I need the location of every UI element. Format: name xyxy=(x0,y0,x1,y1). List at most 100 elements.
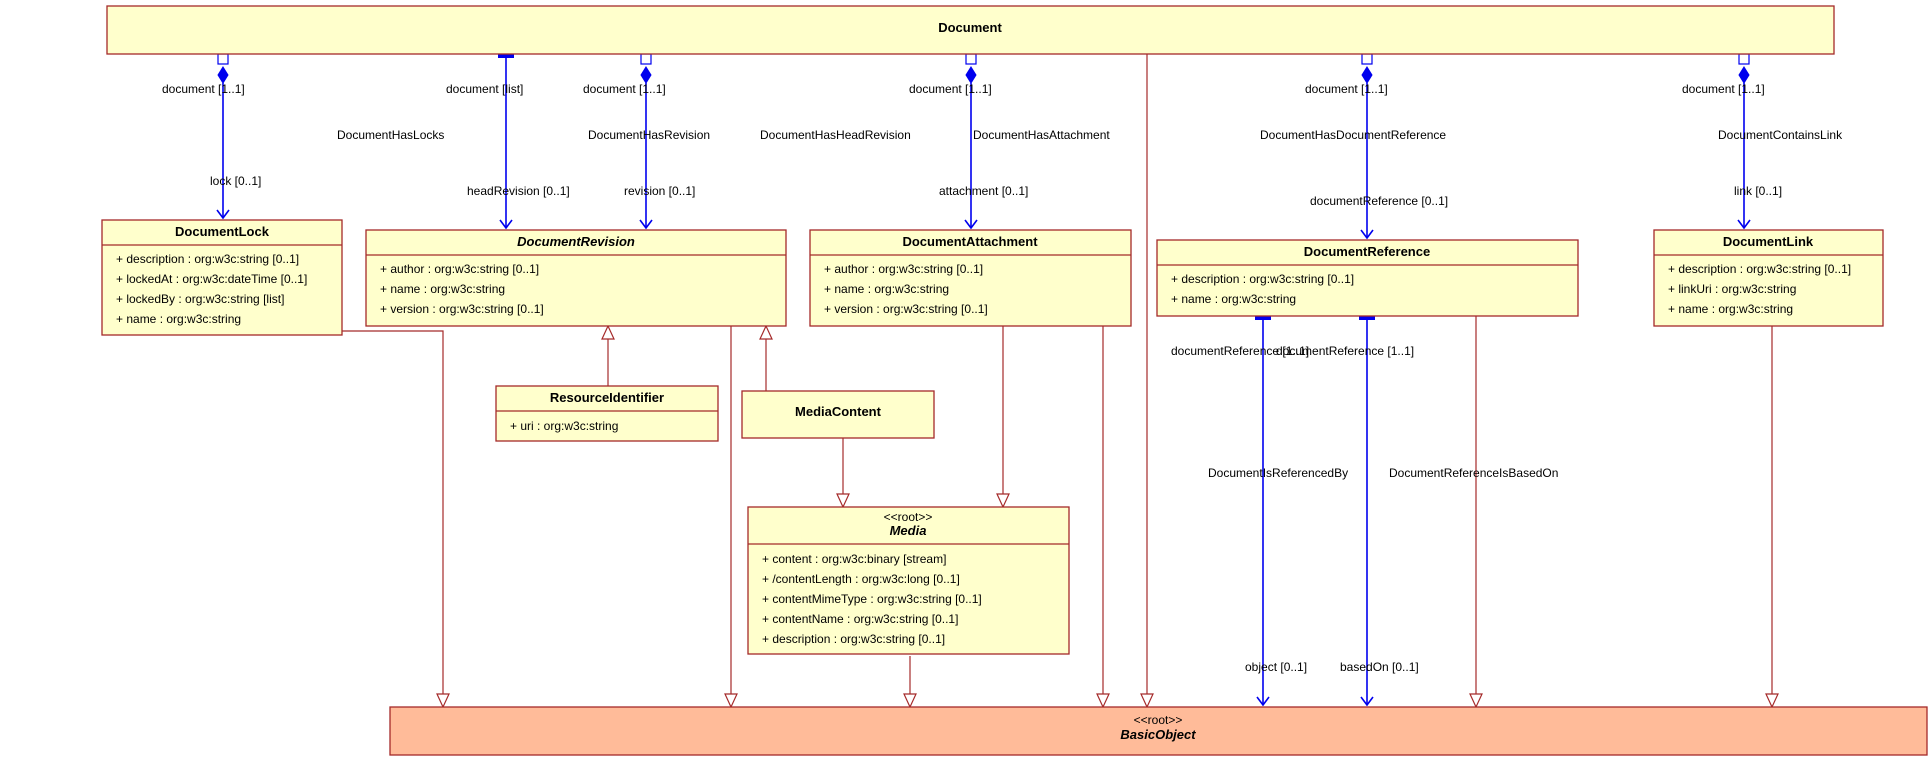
class-document[interactable]: Document xyxy=(106,5,1835,55)
association-name: DocumentIsReferencedBy xyxy=(1208,466,1348,480)
attribute: + name : org:w3c:string xyxy=(1171,292,1296,306)
class-stereotype: <<root>> xyxy=(884,510,933,524)
associations xyxy=(216,53,1751,707)
class-name: DocumentAttachment xyxy=(902,234,1038,249)
attribute: + description : org:w3c:string [0..1] xyxy=(1171,272,1354,286)
composition-diamond xyxy=(1361,66,1373,84)
attribute: + name : org:w3c:string xyxy=(116,312,241,326)
navigability-arrow xyxy=(499,219,513,230)
class-document-link[interactable]: DocumentLink + description : org:w3c:str… xyxy=(1653,229,1884,327)
attribute: + author : org:w3c:string [0..1] xyxy=(380,262,539,276)
role-label: document [1..1] xyxy=(1305,82,1388,96)
attribute: + description : org:w3c:string [0..1] xyxy=(1668,262,1851,276)
attribute: + lockedAt : org:w3c:dateTime [0..1] xyxy=(116,272,307,286)
class-box xyxy=(1653,229,1884,327)
role-label: documentReference [0..1] xyxy=(1310,194,1448,208)
role-label: basedOn [0..1] xyxy=(1340,660,1419,674)
class-box xyxy=(809,229,1132,327)
role-label: documentReference [1..1] xyxy=(1171,344,1309,358)
class-box xyxy=(365,229,787,327)
role-label: document [1..1] xyxy=(909,82,992,96)
class-media[interactable]: <<root>> Media + content : org:w3c:binar… xyxy=(747,506,1070,655)
class-stereotype: <<root>> xyxy=(1134,713,1183,727)
class-box xyxy=(101,219,343,336)
gen-head-mediacontent-media xyxy=(836,493,850,509)
composition-diamond xyxy=(640,66,652,84)
composition-diamond xyxy=(217,66,229,84)
association-name: DocumentHasRevision xyxy=(588,128,710,142)
assoc-document-has-head-revision xyxy=(498,54,514,230)
gen-head-attachment xyxy=(1096,693,1110,709)
navigability-arrow xyxy=(964,219,978,230)
attribute: + /contentLength : org:w3c:long [0..1] xyxy=(762,572,960,586)
assoc-document-has-document-reference xyxy=(1360,53,1374,240)
attribute: + lockedBy : org:w3c:string [list] xyxy=(116,292,284,306)
attribute: + uri : org:w3c:string xyxy=(510,419,618,433)
class-name: Document xyxy=(938,20,1002,35)
class-box xyxy=(741,390,935,439)
association-end-square xyxy=(1738,53,1750,65)
class-box xyxy=(747,506,1070,655)
class-document-reference[interactable]: DocumentReference + description : org:w3… xyxy=(1156,239,1579,317)
assoc-document-is-referenced-by xyxy=(1255,316,1271,707)
association-name: DocumentContainsLink xyxy=(1718,128,1843,142)
navigability-arrow xyxy=(1737,219,1751,230)
class-basic-object[interactable]: <<root>> BasicObject xyxy=(389,706,1928,756)
class-name: ResourceIdentifier xyxy=(550,390,664,405)
gen-lock-basicobject xyxy=(342,330,444,694)
attribute: + name : org:w3c:string xyxy=(824,282,949,296)
association-end-square xyxy=(965,53,977,65)
assoc-document-reference-is-based-on xyxy=(1359,316,1375,707)
gen-head-revision xyxy=(724,693,738,709)
class-box xyxy=(1156,239,1579,317)
role-label: document [list] xyxy=(446,82,523,96)
attribute: + description : org:w3c:string [0..1] xyxy=(116,252,299,266)
association-name: DocumentHasDocumentReference xyxy=(1260,128,1446,142)
class-name: DocumentLink xyxy=(1723,234,1814,249)
class-box xyxy=(106,5,1835,55)
gen-head-document xyxy=(1140,693,1154,709)
class-document-attachment[interactable]: DocumentAttachment + author : org:w3c:st… xyxy=(809,229,1132,327)
navigability-arrow xyxy=(1360,229,1374,240)
navigability-arrow xyxy=(216,209,230,220)
role-label: attachment [0..1] xyxy=(939,184,1028,198)
association-end-square xyxy=(1361,53,1373,65)
role-label: object [0..1] xyxy=(1245,660,1307,674)
class-box xyxy=(389,706,1928,756)
attribute: + name : org:w3c:string xyxy=(380,282,505,296)
association-name: DocumentHasAttachment xyxy=(973,128,1110,142)
gen-head-reference xyxy=(1469,693,1483,709)
class-name: DocumentReference xyxy=(1304,244,1430,259)
assoc-document-has-attachment xyxy=(964,53,978,230)
navigability-arrow xyxy=(1256,696,1270,707)
assoc-document-has-locks xyxy=(216,53,230,220)
class-name: DocumentRevision xyxy=(517,234,635,249)
association-name: DocumentHasHeadRevision xyxy=(760,128,911,142)
association-labels: document [1..1] lock [0..1] DocumentHasL… xyxy=(162,82,1843,674)
class-box xyxy=(495,385,719,442)
composition-diamond xyxy=(965,66,977,84)
attribute: + version : org:w3c:string [0..1] xyxy=(380,302,544,316)
assoc-document-contains-link xyxy=(1737,53,1751,230)
navigability-arrow xyxy=(1360,696,1374,707)
attribute: + description : org:w3c:string [0..1] xyxy=(762,632,945,646)
class-name: DocumentLock xyxy=(175,224,270,239)
class-media-content[interactable]: MediaContent xyxy=(741,390,935,439)
class-name: Media xyxy=(890,523,927,538)
attribute: + linkUri : org:w3c:string xyxy=(1668,282,1796,296)
composition-diamond xyxy=(1738,66,1750,84)
attribute: + name : org:w3c:string xyxy=(1668,302,1793,316)
gen-head-mediacontent xyxy=(759,324,773,340)
association-name: DocumentReferenceIsBasedOn xyxy=(1389,466,1558,480)
attribute: + version : org:w3c:string [0..1] xyxy=(824,302,988,316)
role-label: documentReference [1..1] xyxy=(1276,344,1414,358)
navigability-arrow xyxy=(639,219,653,230)
role-label: document [1..1] xyxy=(1682,82,1765,96)
class-document-lock[interactable]: DocumentLock + description : org:w3c:str… xyxy=(101,219,343,336)
class-document-revision[interactable]: DocumentRevision + author : org:w3c:stri… xyxy=(365,229,787,327)
class-resource-identifier[interactable]: ResourceIdentifier + uri : org:w3c:strin… xyxy=(495,385,719,442)
gen-head-lock xyxy=(436,693,450,709)
assoc-document-has-revision xyxy=(639,53,653,230)
role-label: document [1..1] xyxy=(583,82,666,96)
